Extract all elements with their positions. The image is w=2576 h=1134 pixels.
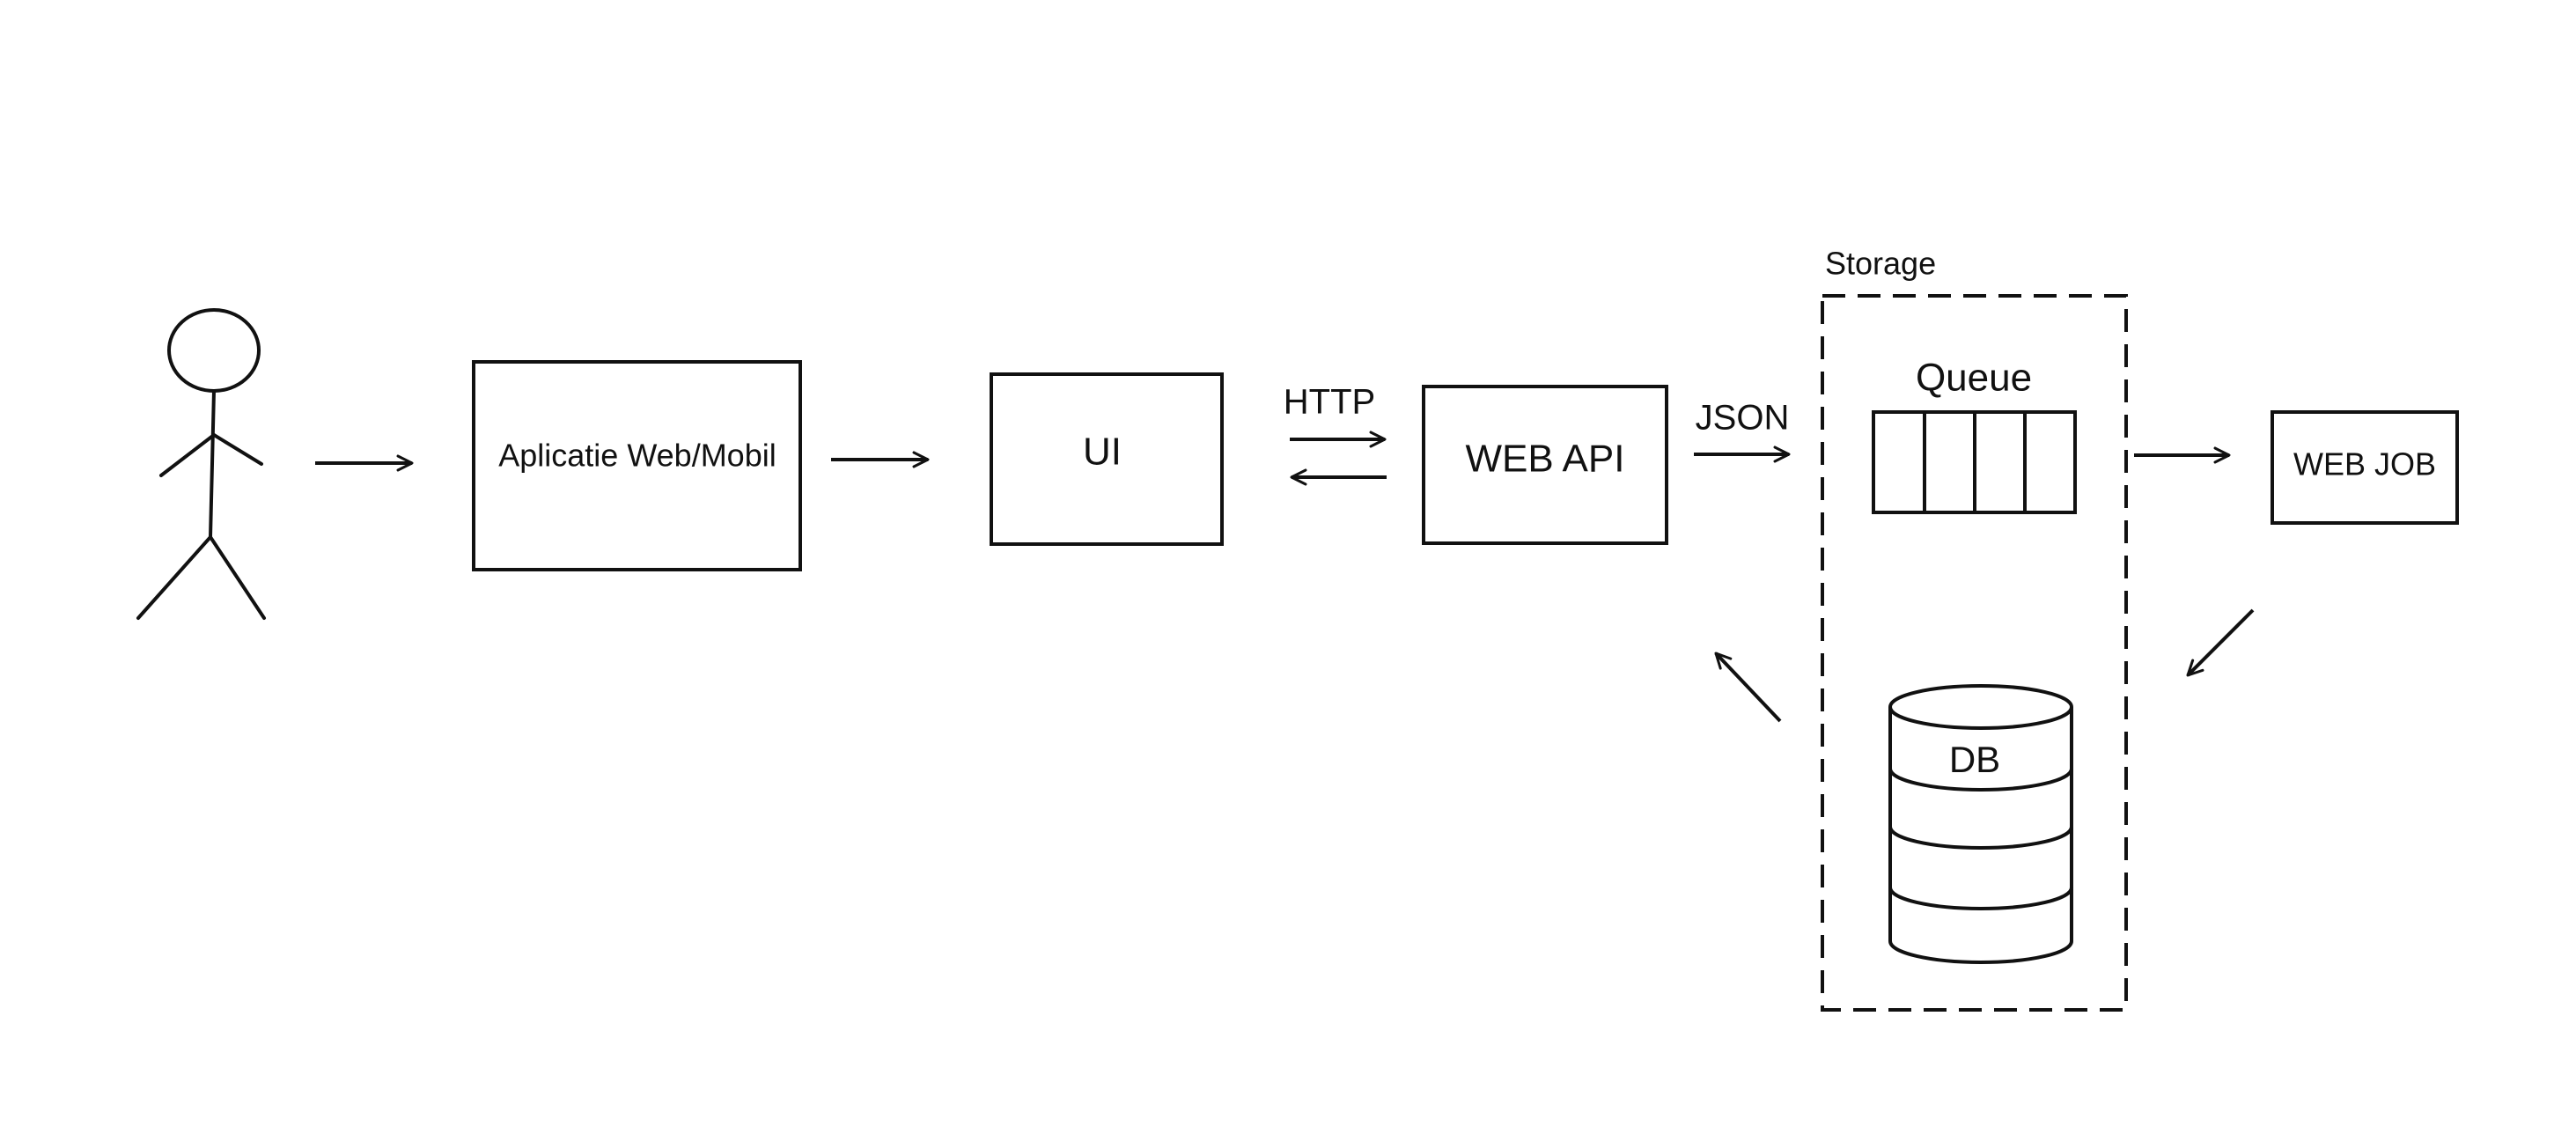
web-job-node: WEB JOB [2271,410,2459,525]
web-api-node: WEB API [1422,385,1668,545]
ui-node: UI [990,372,1224,546]
arrow-storage-to-api [1714,652,1782,723]
json-label: JSON [1696,399,1790,438]
ui-label: UI [1083,431,1122,474]
http-label: HTTP [1284,383,1375,422]
queue-label: Queue [1916,357,2032,400]
web-job-label: WEB JOB [2293,446,2436,482]
storage-label: Storage [1825,246,1936,282]
arrow-web-job-to-db [2186,608,2255,677]
app-node: Aplicatie Web/Mobil [472,360,802,571]
app-label: Aplicatie Web/Mobil [498,438,776,474]
queue-node: Queue [1872,357,2077,514]
database-cylinder-icon [1888,684,2073,964]
db-label: DB [1949,739,2000,780]
storage-group: Storage [1821,246,2128,1012]
queue-icon [1872,410,2077,514]
database-node: DB [1888,684,2073,964]
web-api-label: WEB API [1466,438,1625,481]
stick-figure-icon [136,308,266,620]
